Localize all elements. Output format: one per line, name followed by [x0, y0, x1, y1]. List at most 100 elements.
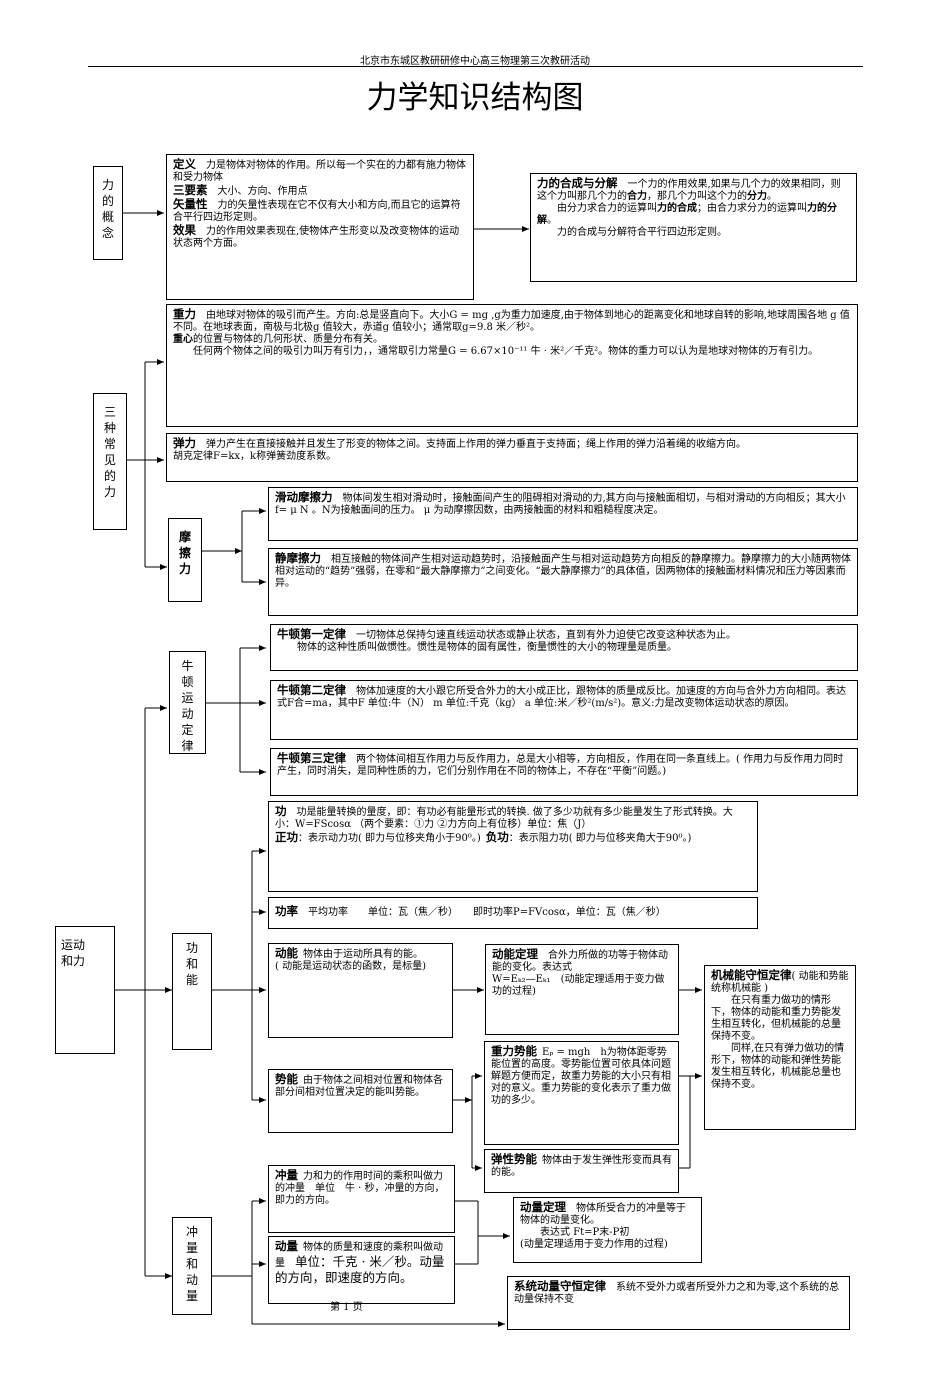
composition-text: 。: [767, 191, 777, 202]
header-rule: [88, 66, 863, 67]
elastic-force-title: 弹力: [173, 436, 196, 450]
newton-label-char: 运: [181, 691, 194, 705]
page-number: 第 1 页: [330, 1302, 363, 1313]
composition-title: 力的合成与分解: [537, 176, 618, 190]
effect-text: 力的作用效果表现在,使物体产生形变以及改变物体的运动状态两个方面。: [173, 226, 460, 249]
newton-label-char: 牛: [181, 659, 194, 673]
component-force-term: 分力: [747, 191, 767, 202]
momentum-theorem-title: 动量定理: [520, 1200, 566, 1214]
newton-third-law-text: 两个物体间相互作用力与反作用力，总是大小相等，方向相反，作用在同一条直线上。( …: [277, 754, 844, 777]
three-elements-title: 三要素: [173, 183, 208, 197]
momentum-theorem-text: 物体所受合力的冲量等于物体的动量变化。: [520, 1203, 686, 1226]
static-friction-title: 静摩擦力: [275, 551, 321, 565]
motion-label-char: 动: [73, 938, 86, 952]
gravity-text: 由地球对物体的吸引而产生。方向:总是竖直向下。大小G = mg ,g为重力加速度…: [173, 310, 850, 333]
three-forces-label-char: 的: [103, 469, 116, 483]
kinetic-energy-title: 动能: [275, 946, 298, 960]
page-header: 北京市东城区教研研修中心高三物理第三次教研活动: [360, 56, 590, 67]
concept-label-box: 力 的 概 念: [93, 166, 123, 260]
three-forces-label-char: 三: [103, 405, 116, 419]
friction-label-char: 擦: [178, 546, 191, 560]
newton-label-char: 动: [181, 707, 194, 721]
resultant-force-term: 合力: [627, 191, 647, 202]
concept-label-char: 的: [101, 194, 114, 208]
composition-box: 力的合成与分解 一个力的作用效果,如果与几个力的效果相同，则这个力叫那几个力的合…: [530, 173, 857, 282]
newton-label-char: 定: [181, 723, 194, 737]
momentum-box: 动量 物体的质量和速度的乘积叫做动量 单位：千克 · 米／秒。动量的方向，即速度…: [268, 1236, 455, 1304]
definition-title: 定义: [173, 157, 196, 171]
newton-second-law-title: 牛顿第二定律: [277, 683, 346, 697]
composition-text: 由分力求合力的运算叫: [557, 203, 657, 214]
newton-third-law-title: 牛顿第三定律: [277, 751, 346, 765]
kinetic-energy-text: 物体由于运动所具有的能。: [303, 949, 423, 960]
work-energy-label-char: 和: [185, 957, 198, 971]
vector-text: 力的矢量性表现在它不仅有大小和方向,而且它的运算符合平行四边形定则。: [173, 200, 461, 223]
definition-text: 力是物体对物体的作用。所以每一个实在的力都有施力物体和受力物体: [173, 160, 466, 183]
work-box: 功 功是能量转换的量度，即：有功必有能量形式的转换. 做了多少功就有多少能量发生…: [268, 801, 758, 892]
elastic-potential-title: 弹性势能: [491, 1152, 537, 1166]
momentum-unit-text: 单位：千克 · 米／秒。动量的方向，即速度的方向。: [275, 1254, 445, 1285]
newton-laws-label-box: 牛 顿 运 动 定 律: [169, 651, 206, 754]
newton-label-char: 顿: [181, 675, 194, 689]
elastic-force-text: 弹力产生在直接接触并且发生了形变的物体之间。支持面上作用的弹力垂直于支持面；绳上…: [206, 439, 746, 450]
motion-label-line: 和力: [61, 953, 114, 969]
static-friction-text: 相互接触的物体间产生相对运动趋势时，沿接触面产生与相对运动趋势方向相反的静摩擦力…: [275, 554, 851, 589]
three-forces-label-box: 三 种 常 见 的 力: [93, 393, 127, 530]
composition-text: ；由合力求分力的运算叫: [697, 203, 807, 214]
sliding-friction-title: 滑动摩擦力: [275, 490, 333, 504]
momentum-label-char: 量: [185, 1289, 198, 1303]
momentum-theorem-box: 动量定理 物体所受合力的冲量等于物体的动量变化。 表达式 Ft=P末-P初 (动…: [513, 1197, 702, 1263]
motion-and-force-label-box: 运动 和力: [55, 926, 115, 1054]
three-forces-label-char: 见: [103, 453, 116, 467]
work-energy-label-char: 能: [185, 973, 198, 987]
concept-label-char: 念: [101, 226, 114, 240]
friction-label-char: 力: [178, 562, 191, 576]
momentum-conservation-title: 系统动量守恒定律: [514, 1279, 606, 1293]
momentum-theorem-formula: 表达式 Ft=P末-P初: [540, 1227, 630, 1238]
mechanical-energy-title: 机械能守恒定律: [711, 968, 792, 982]
work-title: 功: [275, 804, 287, 818]
motion-label-char: 和: [61, 954, 74, 968]
gravity-title: 重力: [173, 307, 196, 321]
motion-label-char: 运: [61, 938, 74, 952]
positive-work-text: ：表示动力功( 即力与位移夹角小于90⁰。): [298, 833, 481, 844]
sliding-friction-text: 物体间发生相对滑动时，接触面间产生的阻碍相对滑动的力,其方向与接触面相切，与相对…: [275, 493, 846, 516]
page-title: 力学知识结构图: [366, 80, 584, 116]
sliding-friction-box: 滑动摩擦力 物体间发生相对滑动时，接触面间产生的阻碍相对滑动的力,其方向与接触面…: [268, 487, 858, 541]
momentum-label-char: 和: [185, 1257, 198, 1271]
momentum-label-box: 冲 量 和 动 量: [172, 1217, 212, 1315]
parallelogram-rule-text: 力的合成与分解符合平行四边形定则。: [557, 227, 727, 238]
momentum-label-char: 冲: [185, 1225, 198, 1239]
inertia-text: 物体的这种性质叫做惯性。惯性是物体的固有属性，衡量惯性的大小的物理量是质量。: [297, 642, 677, 653]
potential-energy-box: 势能 由于物体之间相对位置和物体各部分间相对位置决定的能叫势能。: [268, 1069, 453, 1133]
motion-label-char: 力: [73, 954, 86, 968]
vector-title: 矢量性: [173, 197, 208, 211]
gravitational-potential-box: 重力势能 Eₚ = mgh h为物体距零势能位置的高度。零势能位置可依具体问题解…: [484, 1041, 679, 1145]
kinetic-energy-note: ( 动能是运动状态的函数，是标量): [275, 961, 426, 972]
momentum-label-char: 动: [185, 1273, 198, 1287]
elastic-force-box: 弹力 弹力产生在直接接触并且发生了形变的物体之间。支持面上作用的弹力垂直于支持面…: [166, 433, 858, 482]
composition-text: 一个力的作用效果,如果与几个力的效果相同，则这个力叫那几个力的: [537, 179, 841, 202]
motion-label-line: 运动: [61, 937, 114, 953]
decomposition-term: 力的分解: [537, 203, 837, 226]
kinetic-energy-theorem-box: 动能定理 合外力所做的功等于物体动能的变化。表达式 W=Eₖ₂—Eₖ₁ (动能定…: [485, 944, 679, 1035]
composition-term: 力的合成: [657, 203, 697, 214]
mechanical-energy-note: ( 动能和势能统称机械能 ): [711, 971, 849, 994]
hooke-law-text: 胡克定律F=kx，k称弹簧劲度系数。: [173, 451, 337, 462]
newton-third-law-box: 牛顿第三定律 两个物体间相互作用力与反作用力，总是大小相等，方向相反，作用在同一…: [270, 748, 858, 796]
newton-second-law-box: 牛顿第二定律 物体加速度的大小跟它所受合外力的大小成正比，跟物体的质量成反比。加…: [270, 680, 858, 740]
concept-label-char: 概: [101, 210, 114, 224]
composition-text: 。: [547, 215, 557, 226]
momentum-conservation-text: 系统不受外力或者所受外力之和为零,这个系统的总动量保持不变: [514, 1282, 840, 1305]
mechanical-energy-gravity-text: 在只有重力做功的情形下，物体的动能和重力势能发生相互转化，但机械能的总量保持不变…: [711, 995, 841, 1042]
mechanical-energy-elastic-text: 同样,在只有弹力做功的情形下，物体的动能和弹性势能发生相互转化，机械能总量也保持…: [711, 1043, 845, 1090]
impulse-text: 力和力的作用时间的乘积叫做力的冲量 单位 牛 · 秒，冲量的方向，即力的方向。: [275, 1171, 445, 1206]
kinetic-energy-theorem-formula: W=Eₖ₂—Eₖ₁ (动能定理适用于变力做功的过程): [492, 974, 665, 997]
work-energy-label-char: 功: [185, 941, 198, 955]
three-forces-label-char: 种: [103, 421, 116, 435]
momentum-conservation-box: 系统动量守恒定律 系统不受外力或者所受外力之和为零,这个系统的总动量保持不变: [507, 1276, 850, 1330]
friction-label-box: 摩 擦 力: [168, 518, 202, 602]
gravitational-potential-text: Eₚ = mgh h为物体距零势能位置的高度。零势能位置可依具体问题解题方便而定…: [491, 1047, 671, 1106]
static-friction-box: 静摩擦力 相互接触的物体间产生相对运动趋势时，沿接触面产生与相对运动趋势方向相反…: [268, 548, 858, 616]
